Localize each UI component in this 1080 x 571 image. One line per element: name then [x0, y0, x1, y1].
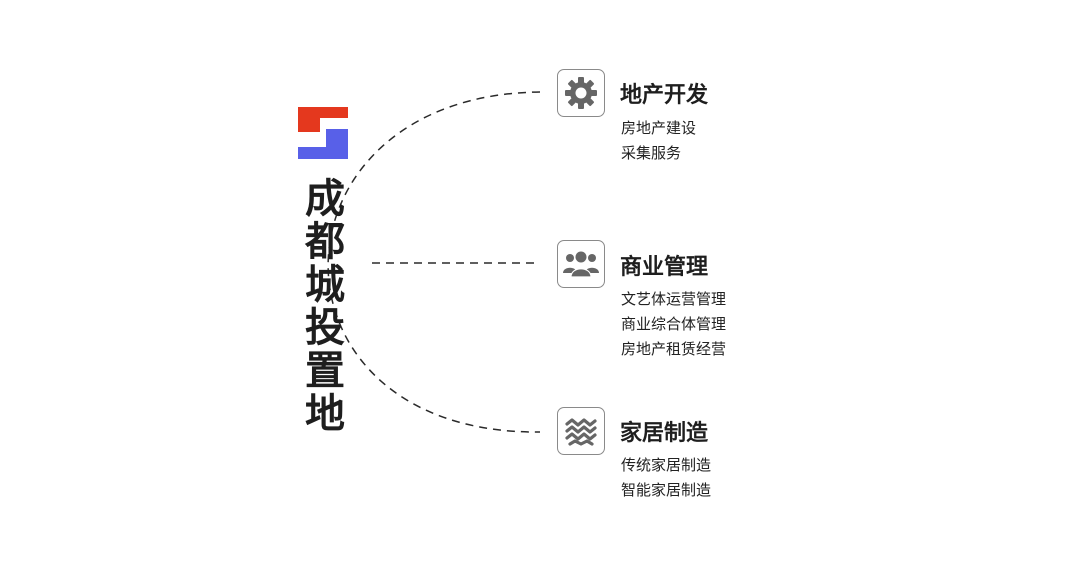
branch-item: 商业综合体管理 — [621, 315, 727, 333]
branch-items-home-furnishing: 传统家居制造 智能家居制造 — [621, 453, 711, 503]
branch-title-real-estate: 地产开发 — [620, 83, 709, 108]
company-logo — [298, 107, 348, 159]
branch-item: 房地产租赁经营 — [621, 340, 727, 358]
branch-icon-box-commercial — [557, 240, 605, 288]
logo-blue-shape — [298, 129, 348, 159]
branch-item: 房地产建设 — [621, 119, 697, 137]
gear-icon — [565, 77, 597, 109]
branch-item: 采集服务 — [621, 144, 682, 162]
branch-items-real-estate: 房地产建设 采集服务 — [621, 116, 696, 166]
branch-items-commercial: 文艺体运营管理 商业综合体管理 房地产租赁经营 — [621, 287, 726, 362]
branch-icon-box-real-estate — [557, 69, 605, 117]
branch-item: 文艺体运营管理 — [621, 290, 727, 308]
branch-icon-box-home-furnishing — [557, 407, 605, 455]
arc-connector — [327, 91, 541, 433]
logo-red-shape — [298, 107, 348, 132]
branch-title-home-furnishing: 家居制造 — [620, 421, 709, 446]
people-group-icon — [563, 251, 599, 278]
company-name: 成都城投置地 — [305, 176, 345, 437]
branch-item: 智能家居制造 — [621, 481, 712, 499]
branch-title-commercial: 商业管理 — [620, 255, 709, 280]
wave-layers-icon — [565, 418, 597, 446]
branch-item: 传统家居制造 — [621, 456, 712, 474]
